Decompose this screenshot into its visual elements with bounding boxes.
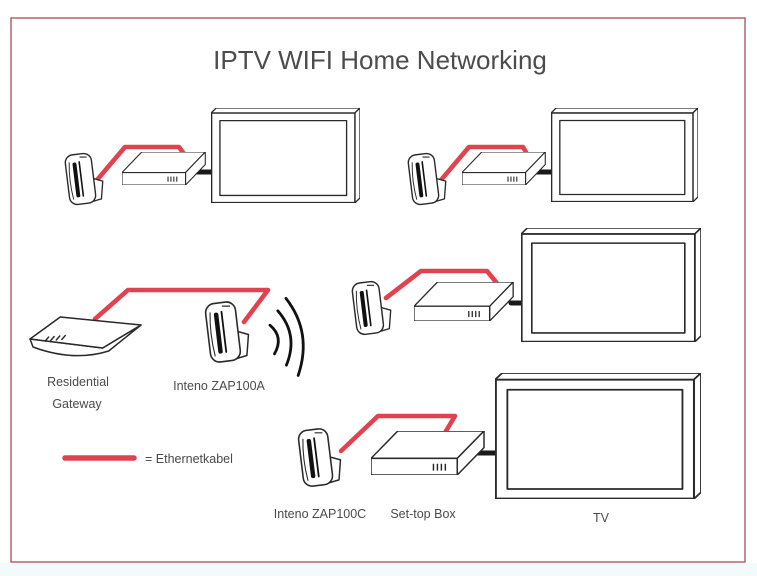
wifi-adapter-zap100a — [203, 299, 251, 364]
wifi-signal-icon — [268, 296, 305, 377]
set-top-box-1 — [122, 152, 206, 185]
legend-label: = Ethernetkabel — [145, 452, 233, 466]
set-top-box-2 — [462, 152, 546, 185]
set-top-box-4 — [371, 431, 485, 475]
set-top-box-label: Set-top Box — [390, 507, 456, 521]
tv-label: TV — [593, 511, 610, 525]
bottom-margin-tint — [0, 563, 757, 576]
zap100a-label: Inteno ZAP100A — [173, 379, 265, 393]
page-title: IPTV WIFI Home Networking — [213, 45, 547, 75]
residential-gateway-label-line1: Residential — [47, 375, 109, 389]
tv-4 — [495, 373, 701, 499]
residential-gateway-label-line2: Gateway — [52, 397, 102, 411]
page-border — [10, 17, 746, 563]
tv-2 — [551, 108, 698, 202]
set-top-box-3 — [414, 282, 514, 321]
wifi-adapter-zap100c — [296, 426, 343, 488]
wifi-adapter-3 — [350, 279, 393, 337]
cable-group4 — [338, 413, 458, 454]
zap100c-label: Inteno ZAP100C — [274, 507, 366, 521]
cable-gateway-to-zap100a — [92, 287, 271, 325]
tv-1 — [211, 108, 360, 203]
tv-3 — [521, 228, 701, 342]
residential-gateway — [29, 316, 142, 357]
cable-group3 — [383, 268, 503, 301]
